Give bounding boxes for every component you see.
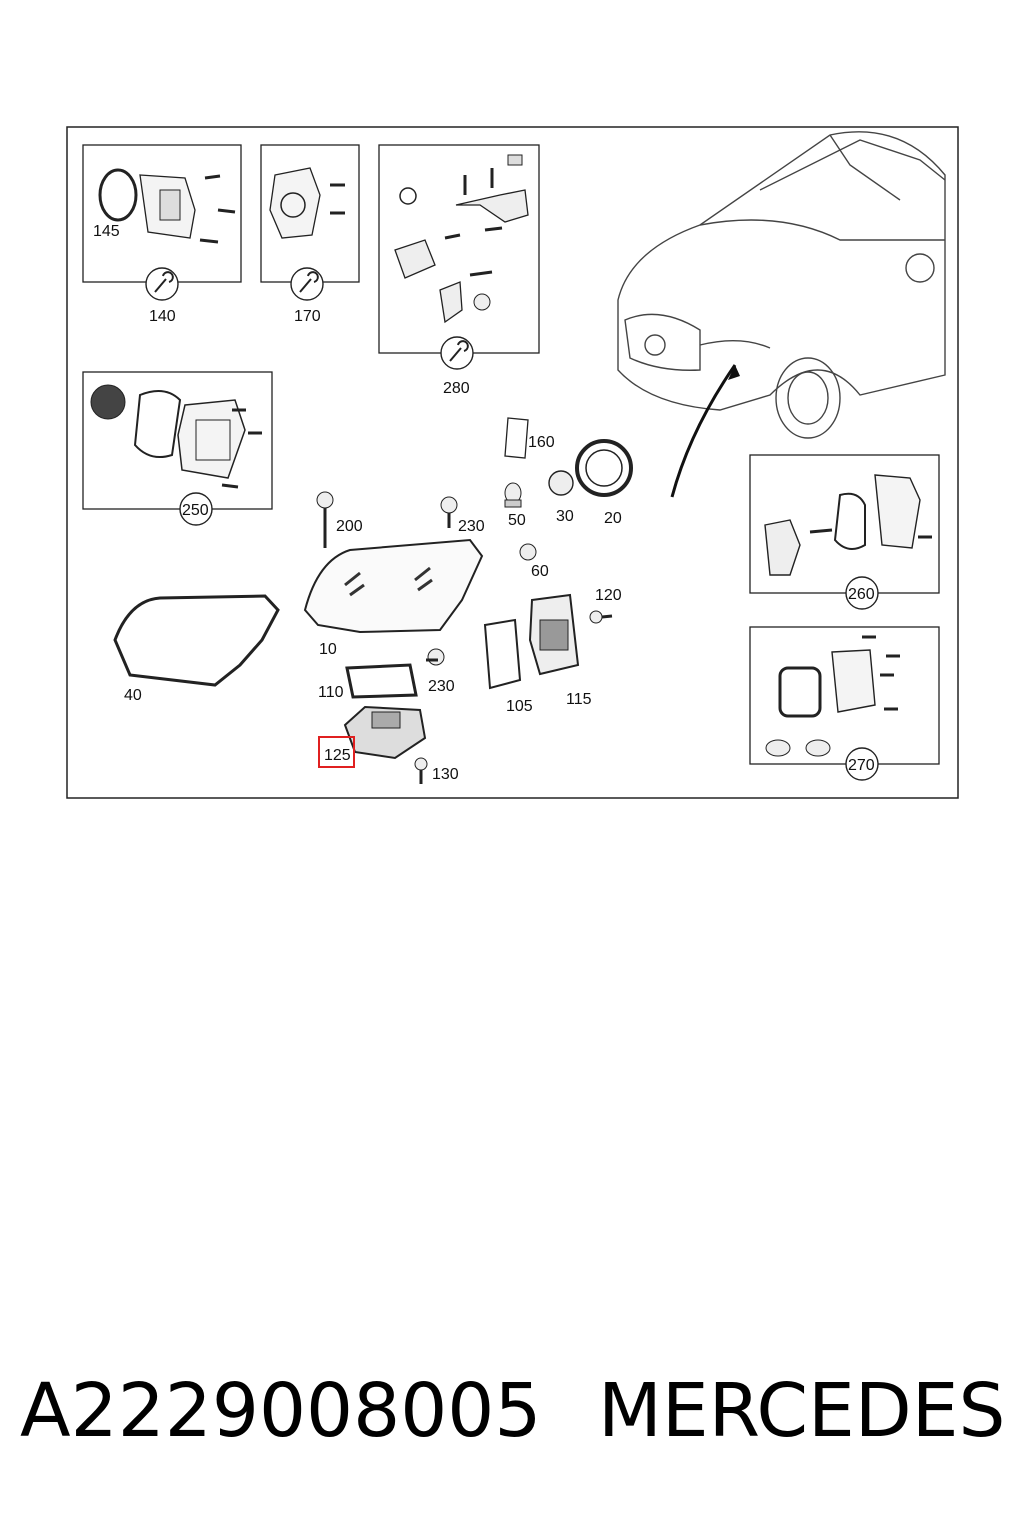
callout-110: 110 — [318, 684, 344, 701]
parts-diagram: 145 140 170 280 — [66, 126, 959, 799]
highlight-box — [318, 736, 355, 768]
socket-30 — [548, 470, 574, 496]
callout-125: 125 — [324, 747, 351, 764]
screw-230-top — [440, 496, 458, 528]
gasket-105 — [483, 618, 522, 690]
callout-40: 40 — [124, 687, 142, 704]
control-unit-115 — [528, 593, 580, 676]
bulb-60 — [519, 543, 537, 561]
gasket-110 — [345, 663, 418, 699]
kit-label-170: 170 — [294, 308, 321, 325]
callout-115: 115 — [566, 691, 592, 708]
kit-box-140: 145 — [82, 144, 242, 283]
callout-50: 50 — [508, 512, 526, 529]
control-unit-125 — [343, 705, 427, 760]
callout-200: 200 — [336, 518, 363, 535]
callout-145: 145 — [93, 223, 120, 240]
wrench-icon — [290, 267, 324, 301]
kit-label-140: 140 — [149, 308, 176, 325]
caption: A2229008005 MERCEDES — [20, 1368, 1010, 1478]
kit-label-circle — [845, 747, 879, 781]
screw-230-bottom — [426, 648, 445, 666]
callout-60: 60 — [531, 563, 549, 580]
kit-box-280 — [378, 144, 540, 354]
car-illustration — [617, 131, 946, 439]
kit-box-260 — [749, 454, 940, 594]
callout-105: 105 — [506, 698, 533, 715]
kit-label-250: 250 — [182, 502, 209, 519]
brand-name: MERCEDES — [598, 1368, 1006, 1454]
kit-label-circle — [845, 576, 879, 610]
callout-10: 10 — [319, 641, 337, 658]
pointer-arrow — [670, 364, 737, 498]
kit-label-circle — [179, 492, 213, 526]
callout-30: 30 — [556, 508, 574, 525]
cap-20 — [575, 439, 633, 497]
kit-box-250 — [82, 371, 273, 510]
kit-box-270 — [749, 626, 940, 765]
wrench-icon — [440, 336, 474, 370]
bulb-50 — [504, 482, 522, 508]
callout-230: 230 — [458, 518, 485, 535]
kit-label-280: 280 — [443, 380, 470, 397]
kit-box-170 — [260, 144, 360, 283]
note-160 — [504, 417, 529, 459]
screw-120 — [589, 610, 613, 624]
screw-200 — [316, 491, 334, 548]
callout-230: 230 — [428, 678, 455, 695]
kit-label-260: 260 — [848, 586, 875, 603]
callout-160: 160 — [528, 434, 555, 451]
headlamp-lens-10 — [303, 538, 484, 634]
wrench-icon — [145, 267, 179, 301]
part-number: A2229008005 — [20, 1368, 542, 1454]
kit-label-270: 270 — [848, 757, 875, 774]
callout-20: 20 — [604, 510, 622, 527]
callout-120: 120 — [595, 587, 622, 604]
callout-130: 130 — [432, 766, 459, 783]
screw-130 — [414, 757, 428, 784]
headlamp-housing-40 — [113, 594, 280, 687]
diagram-border — [66, 126, 959, 799]
